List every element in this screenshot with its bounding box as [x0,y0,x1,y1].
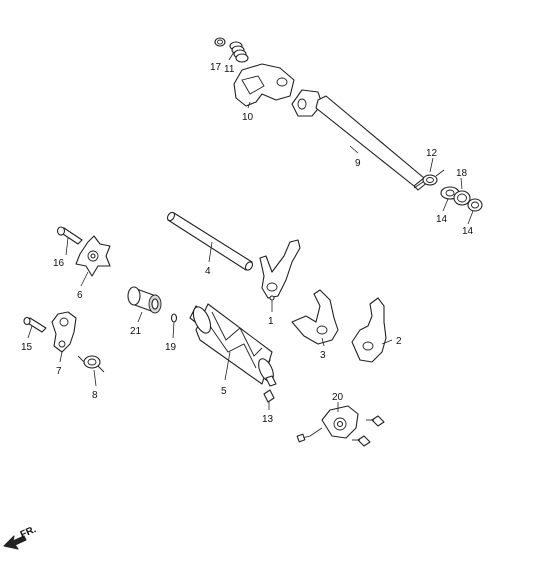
part-2-shift-fork [351,297,387,363]
callout-11: 11 [224,64,235,75]
part-6-stopper-plate [75,235,111,277]
direction-label: FR. [19,524,38,541]
part-20-neutral-switch [296,405,359,443]
callout-4: 4 [205,266,211,277]
part-16-bolt [56,226,83,245]
callout-17: 17 [210,62,222,73]
part-switch-screw-lower [352,435,371,447]
callout-15: 15 [21,342,33,353]
callout-6: 6 [77,290,83,301]
part-3-shift-fork [291,289,339,345]
part-21-bearing [127,286,162,314]
part-4-fork-shaft [166,211,254,271]
callout-7: 7 [56,366,62,377]
part-14-washer-right [467,198,483,212]
callout-5: 5 [221,386,227,397]
part-8-stopper-spring [77,355,105,373]
part-19-pin [170,313,178,323]
callout-3: 3 [320,350,326,361]
callout-labels: 17 11 10 9 12 18 14 14 4 1 3 2 16 6 21 1… [21,62,474,425]
callout-16: 16 [53,258,65,269]
part-5-shift-drum [189,303,277,387]
part-11-spring [229,41,249,63]
part-7-stopper-arm [51,311,77,353]
front-direction-indicator: FR. [3,524,38,550]
callout-14-left: 14 [436,214,448,225]
direction-arrow-icon [3,535,27,550]
callout-9: 9 [355,158,361,169]
leader-lines [27,51,474,412]
part-15-bolt [23,316,47,333]
part-9-gearshift-spindle [291,89,429,191]
part-13-screw [263,389,275,403]
callout-13: 13 [262,414,274,425]
callout-1: 1 [268,316,274,327]
callout-2: 2 [396,336,402,347]
part-18-oil-seal [453,190,471,206]
part-switch-screw-upper [366,415,385,427]
callout-20: 20 [332,392,344,403]
callout-12: 12 [426,148,438,159]
part-1-shift-fork [259,239,301,301]
callout-8: 8 [92,390,98,401]
part-10-shift-plate [233,63,295,107]
callout-14-right: 14 [462,226,474,237]
callout-19: 19 [165,342,177,353]
part-17-circlip [214,37,226,47]
callout-10: 10 [242,112,254,123]
callout-21: 21 [130,326,142,337]
callout-18: 18 [456,168,468,179]
part-12-return-spring [413,169,445,189]
